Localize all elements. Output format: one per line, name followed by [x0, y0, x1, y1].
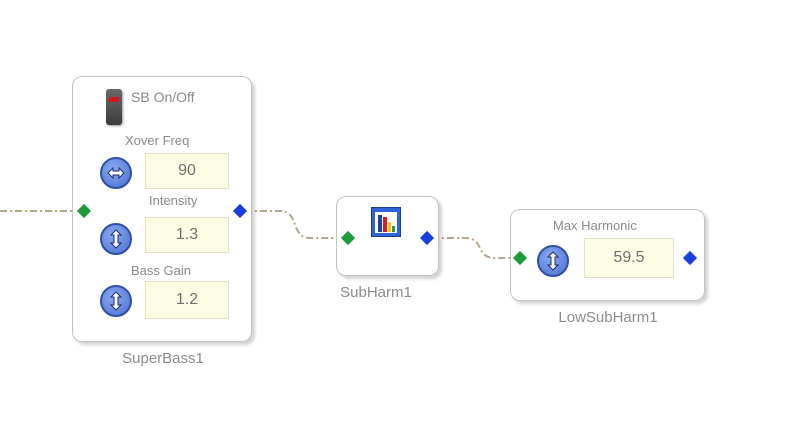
lowsubharm-block[interactable]: Max Harmonic 59.5	[510, 209, 705, 301]
max-harmonic-value[interactable]: 59.5	[584, 238, 674, 278]
bass-gain-knob-icon[interactable]	[100, 285, 132, 317]
intensity-knob-icon[interactable]	[100, 223, 132, 255]
spectrum-icon	[371, 207, 401, 237]
xover-freq-value[interactable]: 90	[145, 153, 229, 189]
intensity-label: Intensity	[149, 193, 198, 208]
bass-gain-value[interactable]: 1.2	[145, 281, 229, 319]
lowsubharm-name-label: LowSubHarm1	[558, 309, 658, 326]
intensity-value[interactable]: 1.3	[145, 217, 229, 253]
wire-superbass-to-subharm	[245, 210, 342, 239]
sb-onoff-switch[interactable]	[106, 89, 122, 125]
bass-gain-label: Bass Gain	[131, 263, 191, 278]
xover-freq-knob-icon[interactable]	[100, 157, 132, 189]
wire-subharm-to-lowsubharm	[432, 237, 515, 259]
superbass-block[interactable]: SB On/Off Xover Freq 90 Intensity 1.3 Ba…	[72, 76, 252, 342]
subharm-name-label: SubHarm1	[340, 284, 412, 301]
superbass-name-label: SuperBass1	[122, 350, 204, 367]
max-harmonic-knob-icon[interactable]	[537, 245, 569, 277]
sb-onoff-label: SB On/Off	[131, 89, 195, 105]
max-harmonic-label: Max Harmonic	[553, 218, 637, 233]
xover-freq-label: Xover Freq	[125, 133, 190, 148]
subharm-block[interactable]	[336, 196, 439, 276]
